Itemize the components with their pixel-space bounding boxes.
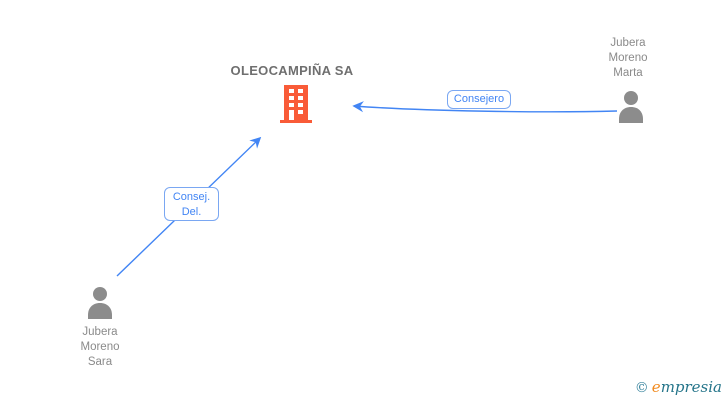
person-icon-marta[interactable] bbox=[616, 90, 646, 123]
relation-label-line: Del. bbox=[181, 206, 202, 218]
person-name-sara[interactable]: Jubera Moreno Sara bbox=[40, 325, 160, 370]
edge-consejero-arrow bbox=[352, 101, 618, 113]
person-name-line: Moreno bbox=[608, 52, 648, 64]
logo-rest: mpresia bbox=[660, 378, 722, 396]
empresia-logo[interactable]: ©empresia bbox=[635, 378, 722, 396]
building-icon[interactable] bbox=[280, 85, 312, 123]
person-name-line: Jubera bbox=[82, 326, 118, 338]
company-name[interactable]: OLEOCAMPIÑA SA bbox=[230, 63, 354, 78]
relation-label-consej-del: Consej. Del. bbox=[164, 187, 219, 221]
person-name-line: Jubera bbox=[610, 37, 646, 49]
person-icon-sara[interactable] bbox=[85, 286, 115, 319]
person-name-line: Moreno bbox=[80, 341, 120, 353]
logo-first-letter: e bbox=[651, 378, 661, 396]
person-name-marta[interactable]: Jubera Moreno Marta bbox=[568, 36, 688, 81]
person-name-line: Marta bbox=[613, 67, 643, 79]
relation-label-consejero: Consejero bbox=[447, 90, 511, 109]
relation-label-line: Consej. bbox=[172, 191, 211, 203]
copyright-icon: © bbox=[634, 380, 649, 396]
person-name-line: Sara bbox=[87, 356, 113, 368]
